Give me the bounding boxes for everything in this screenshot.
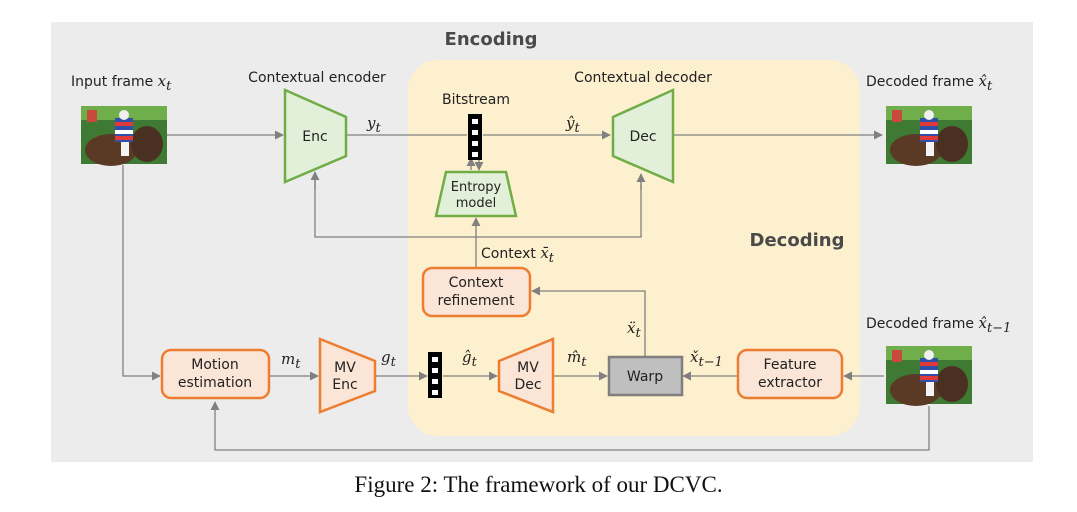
thumb-stripe xyxy=(115,130,133,134)
context-bus xyxy=(314,172,642,238)
feature-label-line2: extractor xyxy=(758,375,822,391)
thumb-stripe xyxy=(920,122,938,126)
arrow-input-to-motion xyxy=(122,165,161,381)
bitstream-hole xyxy=(432,357,438,362)
input-frame-label: Input frame xt xyxy=(71,72,172,94)
contextual-decoder-block xyxy=(611,88,675,184)
decoding-region xyxy=(408,60,860,436)
refinement-label-line1: Context xyxy=(449,275,504,291)
thumb-horse-right xyxy=(936,366,968,402)
refinement-label-line2: refinement xyxy=(438,293,515,309)
bitstream-hole xyxy=(432,390,438,395)
bitstream-body xyxy=(428,352,442,398)
thumb-stripe xyxy=(920,362,938,366)
thumb-legs xyxy=(121,142,129,156)
entropy-label-line2: model xyxy=(456,196,496,211)
xddot-symbol: ẍt xyxy=(627,319,641,341)
bitstream-icon xyxy=(468,114,482,160)
ghat-symbol: ĝt xyxy=(462,348,478,370)
mv-decoder-block xyxy=(497,337,555,414)
context-refinement-block xyxy=(421,266,532,318)
thumb-horse-right xyxy=(131,126,163,162)
decoded-frame-thumbnail xyxy=(886,106,972,166)
bitstream-hole xyxy=(432,379,438,384)
enc-label: Enc xyxy=(302,129,327,145)
thumb-stripe xyxy=(920,130,938,134)
thumb-stripe xyxy=(115,122,133,126)
yt-symbol: yt xyxy=(366,114,381,136)
input-frame-thumbnail xyxy=(81,106,167,166)
yhat-symbol: ŷt xyxy=(565,114,580,136)
framework-diagram: Encoding Decoding Enc Dec Entropy model xyxy=(51,22,1033,462)
thumb-stripe xyxy=(920,370,938,374)
mvenc-label-line1: MV xyxy=(334,360,356,376)
warp-block xyxy=(607,355,684,397)
bitstream-body xyxy=(468,114,482,160)
bitstream-hole xyxy=(472,130,478,135)
thumb-legs xyxy=(926,142,934,156)
contextual-encoder-label: Contextual encoder xyxy=(248,70,386,86)
previous-decoded-frame-thumbnail xyxy=(886,346,972,406)
mvenc-label-line2: Enc xyxy=(332,377,357,393)
warp-label: Warp xyxy=(627,369,663,385)
bitstream-hole xyxy=(472,119,478,124)
entropy-label-line1: Entropy xyxy=(451,180,502,195)
previous-decoded-frame-label: Decoded frame x̂t−1 xyxy=(866,314,1011,336)
decoding-title: Decoding xyxy=(750,230,845,251)
decoded-frame-label: Decoded frame x̂t xyxy=(866,72,993,94)
contextual-decoder-label: Contextual decoder xyxy=(574,70,712,86)
figure-caption: Figure 2: The framework of our DCVC. xyxy=(354,472,723,497)
arrow-warp-to-refinement xyxy=(531,286,646,356)
feature-label-line1: Feature xyxy=(764,357,817,373)
gt-symbol: gt xyxy=(381,348,397,370)
entropy-model-block xyxy=(434,170,518,218)
thumb-spectator xyxy=(892,110,902,122)
thumb-helmet xyxy=(924,350,934,360)
motion-estimation-block xyxy=(160,348,271,400)
bitstream-hole xyxy=(432,368,438,373)
thumb-legs xyxy=(926,382,934,396)
bitstream-hole xyxy=(472,152,478,157)
thumb-stripe xyxy=(115,136,133,140)
mvdec-label-line2: Dec xyxy=(514,377,541,393)
motion-label-line1: Motion xyxy=(191,357,238,373)
thumb-helmet xyxy=(924,110,934,120)
context-label: Context x̄t xyxy=(481,244,555,266)
thumb-stripe xyxy=(920,376,938,380)
mv-encoder-block xyxy=(318,337,377,414)
contextual-encoder-block xyxy=(283,88,348,184)
thumb-stripe xyxy=(920,136,938,140)
bitstream-label: Bitstream xyxy=(442,92,510,108)
arrow-prevframe-to-motion xyxy=(210,401,930,451)
mt-symbol: mt xyxy=(281,350,301,372)
mv-bitstream-icon xyxy=(428,352,442,398)
thumb-horse-right xyxy=(936,126,968,162)
thumb-spectator xyxy=(87,110,97,122)
thumb-spectator xyxy=(892,350,902,362)
encoding-title: Encoding xyxy=(445,29,538,50)
feature-extractor-block xyxy=(736,348,844,400)
xcheck-symbol: x̌t−1 xyxy=(690,348,723,370)
motion-label-line2: estimation xyxy=(178,375,252,391)
mvdec-label-line1: MV xyxy=(517,360,539,376)
dec-label: Dec xyxy=(629,129,656,145)
bitstream-hole xyxy=(472,141,478,146)
thumb-helmet xyxy=(119,110,129,120)
mhat-symbol: m̂t xyxy=(567,348,587,370)
